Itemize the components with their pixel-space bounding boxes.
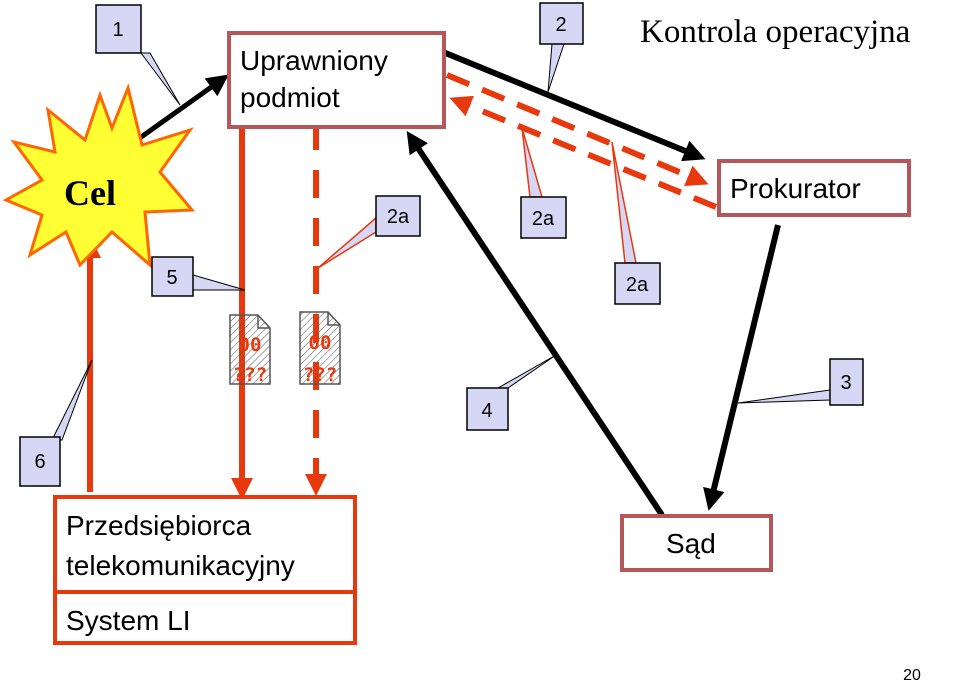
prokurator-label: Prokurator [730, 173, 861, 204]
uprawniony-podmiot-box: Uprawniony podmiot [227, 31, 446, 129]
arrow-prokurator-to-sad [703, 224, 781, 511]
svg-text:1: 1 [112, 19, 123, 41]
arrow-sad-to-uprawniony [406, 131, 665, 517]
document-bottom-code: ??? [233, 364, 267, 386]
callout-2a-right: 2a [611, 141, 661, 305]
arrow-uprawniony-to-prokurator-dashed [445, 72, 709, 186]
callout-5: 5 [151, 256, 246, 297]
przedsiebiorca-label-line1: Przedsiębiorca [66, 510, 252, 541]
callout-1: 1 [95, 4, 181, 106]
przedsiebiorca-box: Przedsiębiorca telekomunikacyjny [53, 495, 357, 594]
page-title: Kontrola operacyjna [640, 14, 911, 50]
svg-text:2: 2 [555, 14, 566, 36]
system-li-box: System LI [53, 590, 357, 645]
document-bottom-code: ??? [303, 364, 337, 386]
arrow-uprawniony-to-prokurator [441, 49, 706, 162]
arrow-prokurator-to-uprawniony-dashed [449, 95, 718, 210]
cel-label: Cel [64, 173, 116, 213]
svg-text:2a: 2a [387, 206, 410, 228]
sad-box: Sąd [620, 514, 773, 572]
uprawniony-label-line1: Uprawniony [240, 45, 388, 76]
svg-text:5: 5 [166, 267, 177, 289]
svg-text:2a: 2a [532, 208, 555, 230]
arrow-cel-to-uprawniony [135, 74, 229, 143]
document-top-code: 00 [239, 334, 262, 356]
svg-text:3: 3 [840, 372, 851, 394]
sad-label: Sąd [666, 528, 716, 559]
prokurator-box: Prokurator [717, 159, 911, 217]
document-top-code: 00 [309, 332, 332, 354]
uprawniony-label-line2: podmiot [240, 82, 340, 113]
callout-4: 4 [466, 354, 557, 431]
callout-2: 2 [539, 2, 584, 93]
svg-text:4: 4 [481, 400, 492, 422]
page-number: 20 [903, 667, 921, 683]
svg-text:6: 6 [34, 451, 45, 473]
callout-2a-left: 2a [317, 195, 421, 269]
callout-6: 6 [19, 359, 93, 487]
callout-2a-mid: 2a [520, 127, 567, 239]
callout-3: 3 [737, 358, 864, 406]
svg-text:2a: 2a [626, 274, 649, 296]
przedsiebiorca-label-line2: telekomunikacyjny [66, 550, 295, 581]
document-icon: 00 ??? [299, 311, 341, 386]
cel-star: Cel [2, 83, 196, 269]
system-li-label: System LI [66, 605, 190, 636]
document-icon: 00 ??? [229, 314, 271, 386]
